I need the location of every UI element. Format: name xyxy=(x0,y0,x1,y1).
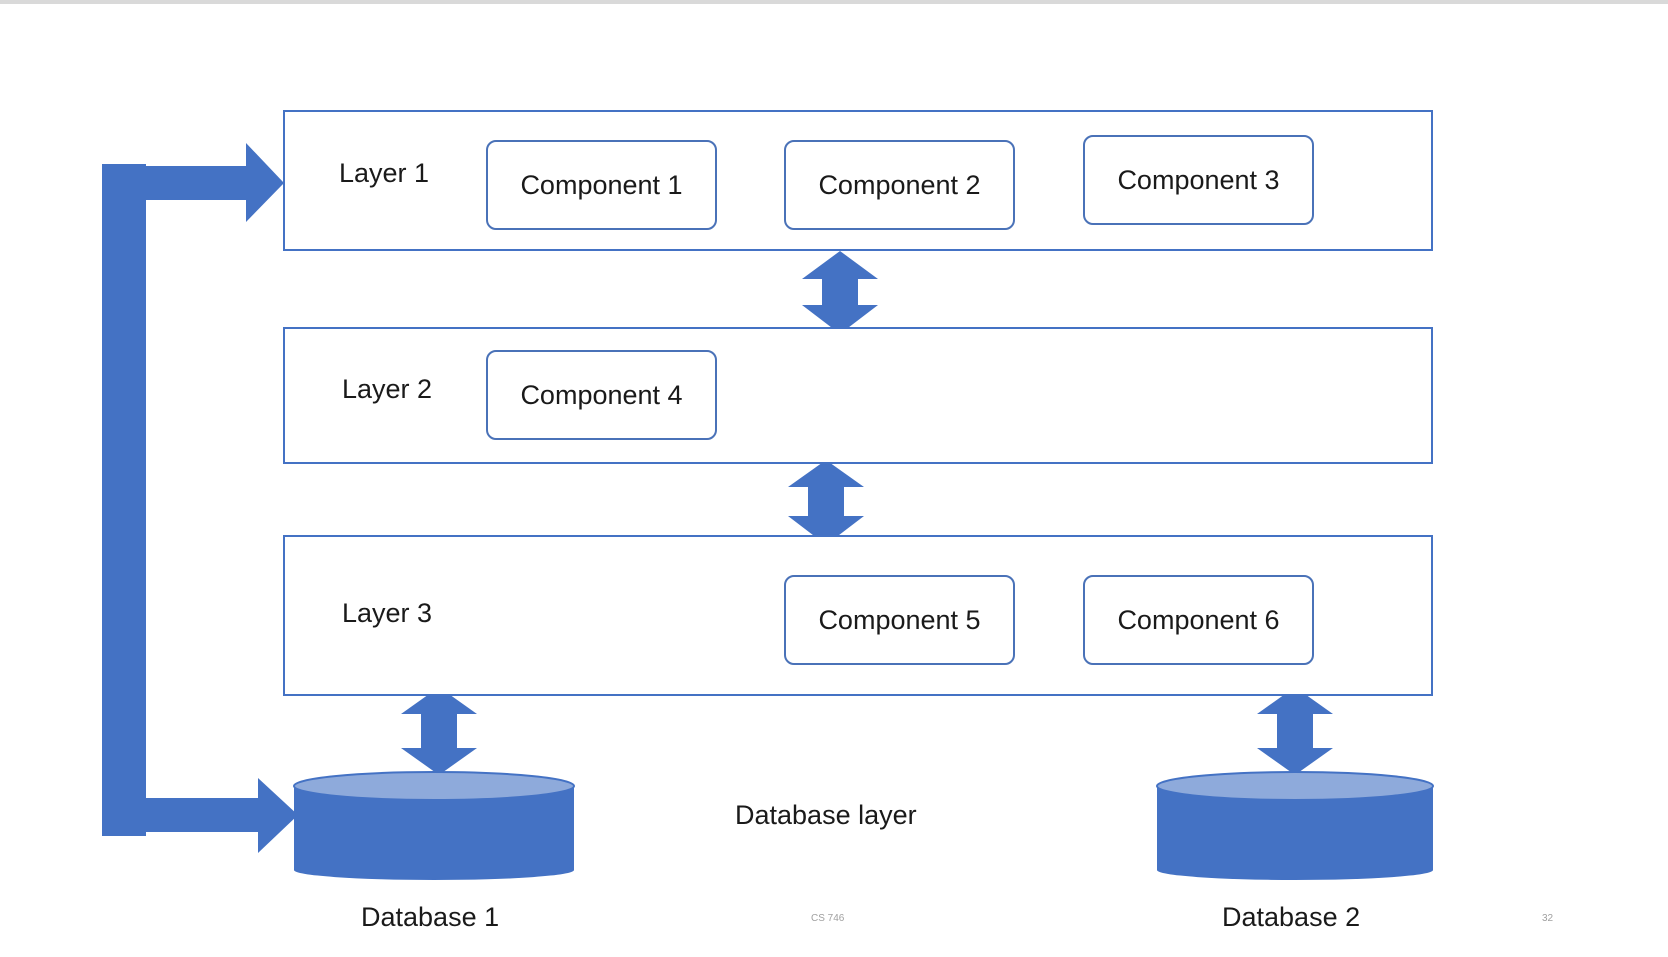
footer-page-number: 32 xyxy=(1542,913,1554,924)
layer-2-box xyxy=(283,327,1433,464)
feedback-arrow-bottom-head xyxy=(258,778,298,853)
database-1-label: Database 1 xyxy=(361,902,500,932)
layer-3-label: Layer 3 xyxy=(342,598,433,628)
database-2-cylinder xyxy=(1156,771,1434,880)
feedback-arrow xyxy=(102,143,298,853)
layer-2-label: Layer 2 xyxy=(342,374,433,404)
component-1: Component 1 xyxy=(486,140,717,230)
feedback-arrow-bottom-shaft xyxy=(146,798,260,832)
top-border xyxy=(0,0,1668,4)
component-2: Component 2 xyxy=(784,140,1015,230)
database-layer-label: Database layer xyxy=(735,800,917,830)
component-6: Component 6 xyxy=(1083,575,1314,665)
component-3: Component 3 xyxy=(1083,135,1314,225)
layer-1-label: Layer 1 xyxy=(339,158,430,188)
footer-course-code: CS 746 xyxy=(811,913,845,924)
feedback-arrow-top-shaft xyxy=(146,166,250,200)
arrow-layer3-database2 xyxy=(1257,687,1333,775)
arrow-layer1-layer2 xyxy=(802,251,878,334)
database-2-label: Database 2 xyxy=(1222,902,1361,932)
arrow-layer3-database1 xyxy=(401,687,477,775)
database-1-cylinder xyxy=(293,771,575,880)
arrow-layer2-layer3 xyxy=(788,460,864,545)
feedback-arrow-top-head xyxy=(246,143,284,222)
feedback-arrow-vertical-bar xyxy=(102,164,146,836)
component-5: Component 5 xyxy=(784,575,1015,665)
component-4: Component 4 xyxy=(486,350,717,440)
